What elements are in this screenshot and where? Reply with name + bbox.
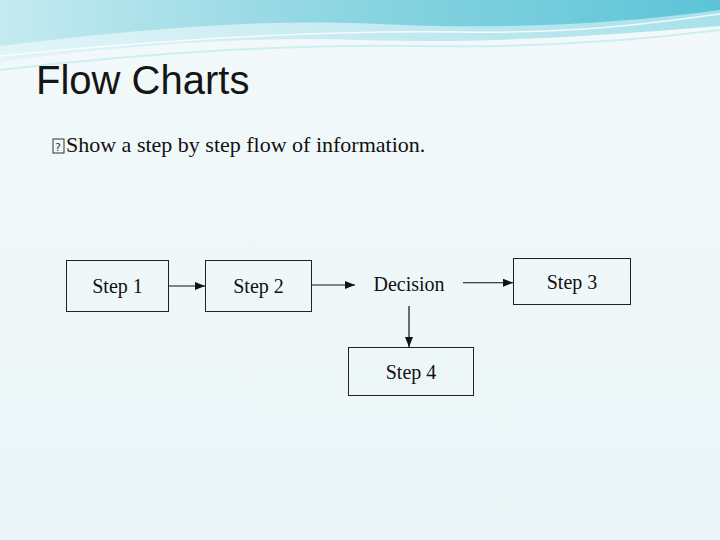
node-label: Step 2 — [233, 274, 284, 298]
top-wave — [0, 0, 720, 62]
process-box: Step 3 — [513, 258, 631, 305]
bullet-text: Show a step by step flow of information. — [66, 132, 425, 158]
flow-arrow — [408, 306, 409, 347]
wave-line — [0, 14, 720, 56]
slide-title: Flow Charts — [36, 58, 249, 102]
process-box: Step 2 — [205, 260, 312, 312]
top-wave — [0, 0, 720, 46]
bullet-symbol: ? — [55, 141, 61, 154]
node-label: Decision — [373, 272, 444, 296]
flow-arrow — [312, 284, 355, 285]
process-box: Step 4 — [348, 347, 474, 396]
flow-arrow — [463, 282, 513, 283]
flow-arrow — [169, 285, 205, 286]
node-label: Step 4 — [386, 360, 437, 384]
process-box: Step 1 — [66, 260, 169, 312]
bullet-symbol — [53, 139, 64, 153]
node-label: Step 1 — [92, 274, 143, 298]
node-label: Step 3 — [547, 270, 598, 294]
decision-step: Decision — [355, 262, 463, 306]
